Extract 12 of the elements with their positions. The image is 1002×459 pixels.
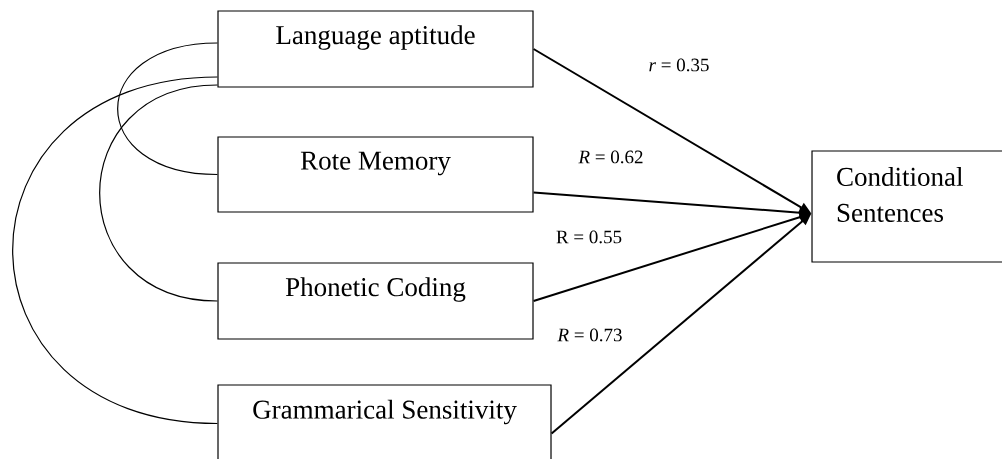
edge-label: R = 0.62 [577, 149, 645, 165]
correlation-curve [12, 76, 218, 425]
correlation-curve [99, 84, 218, 302]
variable-box: Rote Memory [217, 136, 534, 213]
variable-box: Phonetic Coding [217, 262, 534, 340]
variable-box: Grammarical Sensitivity [217, 384, 552, 459]
outcome-box: Conditional Sentences [811, 150, 1002, 263]
correlation-curve [117, 42, 218, 176]
edge-label: r = 0.35 [647, 57, 711, 73]
variable-box: Language aptitude [217, 10, 534, 88]
edge-label: R = 0.73 [556, 327, 624, 343]
edge-label: R = 0.55 [554, 229, 624, 245]
